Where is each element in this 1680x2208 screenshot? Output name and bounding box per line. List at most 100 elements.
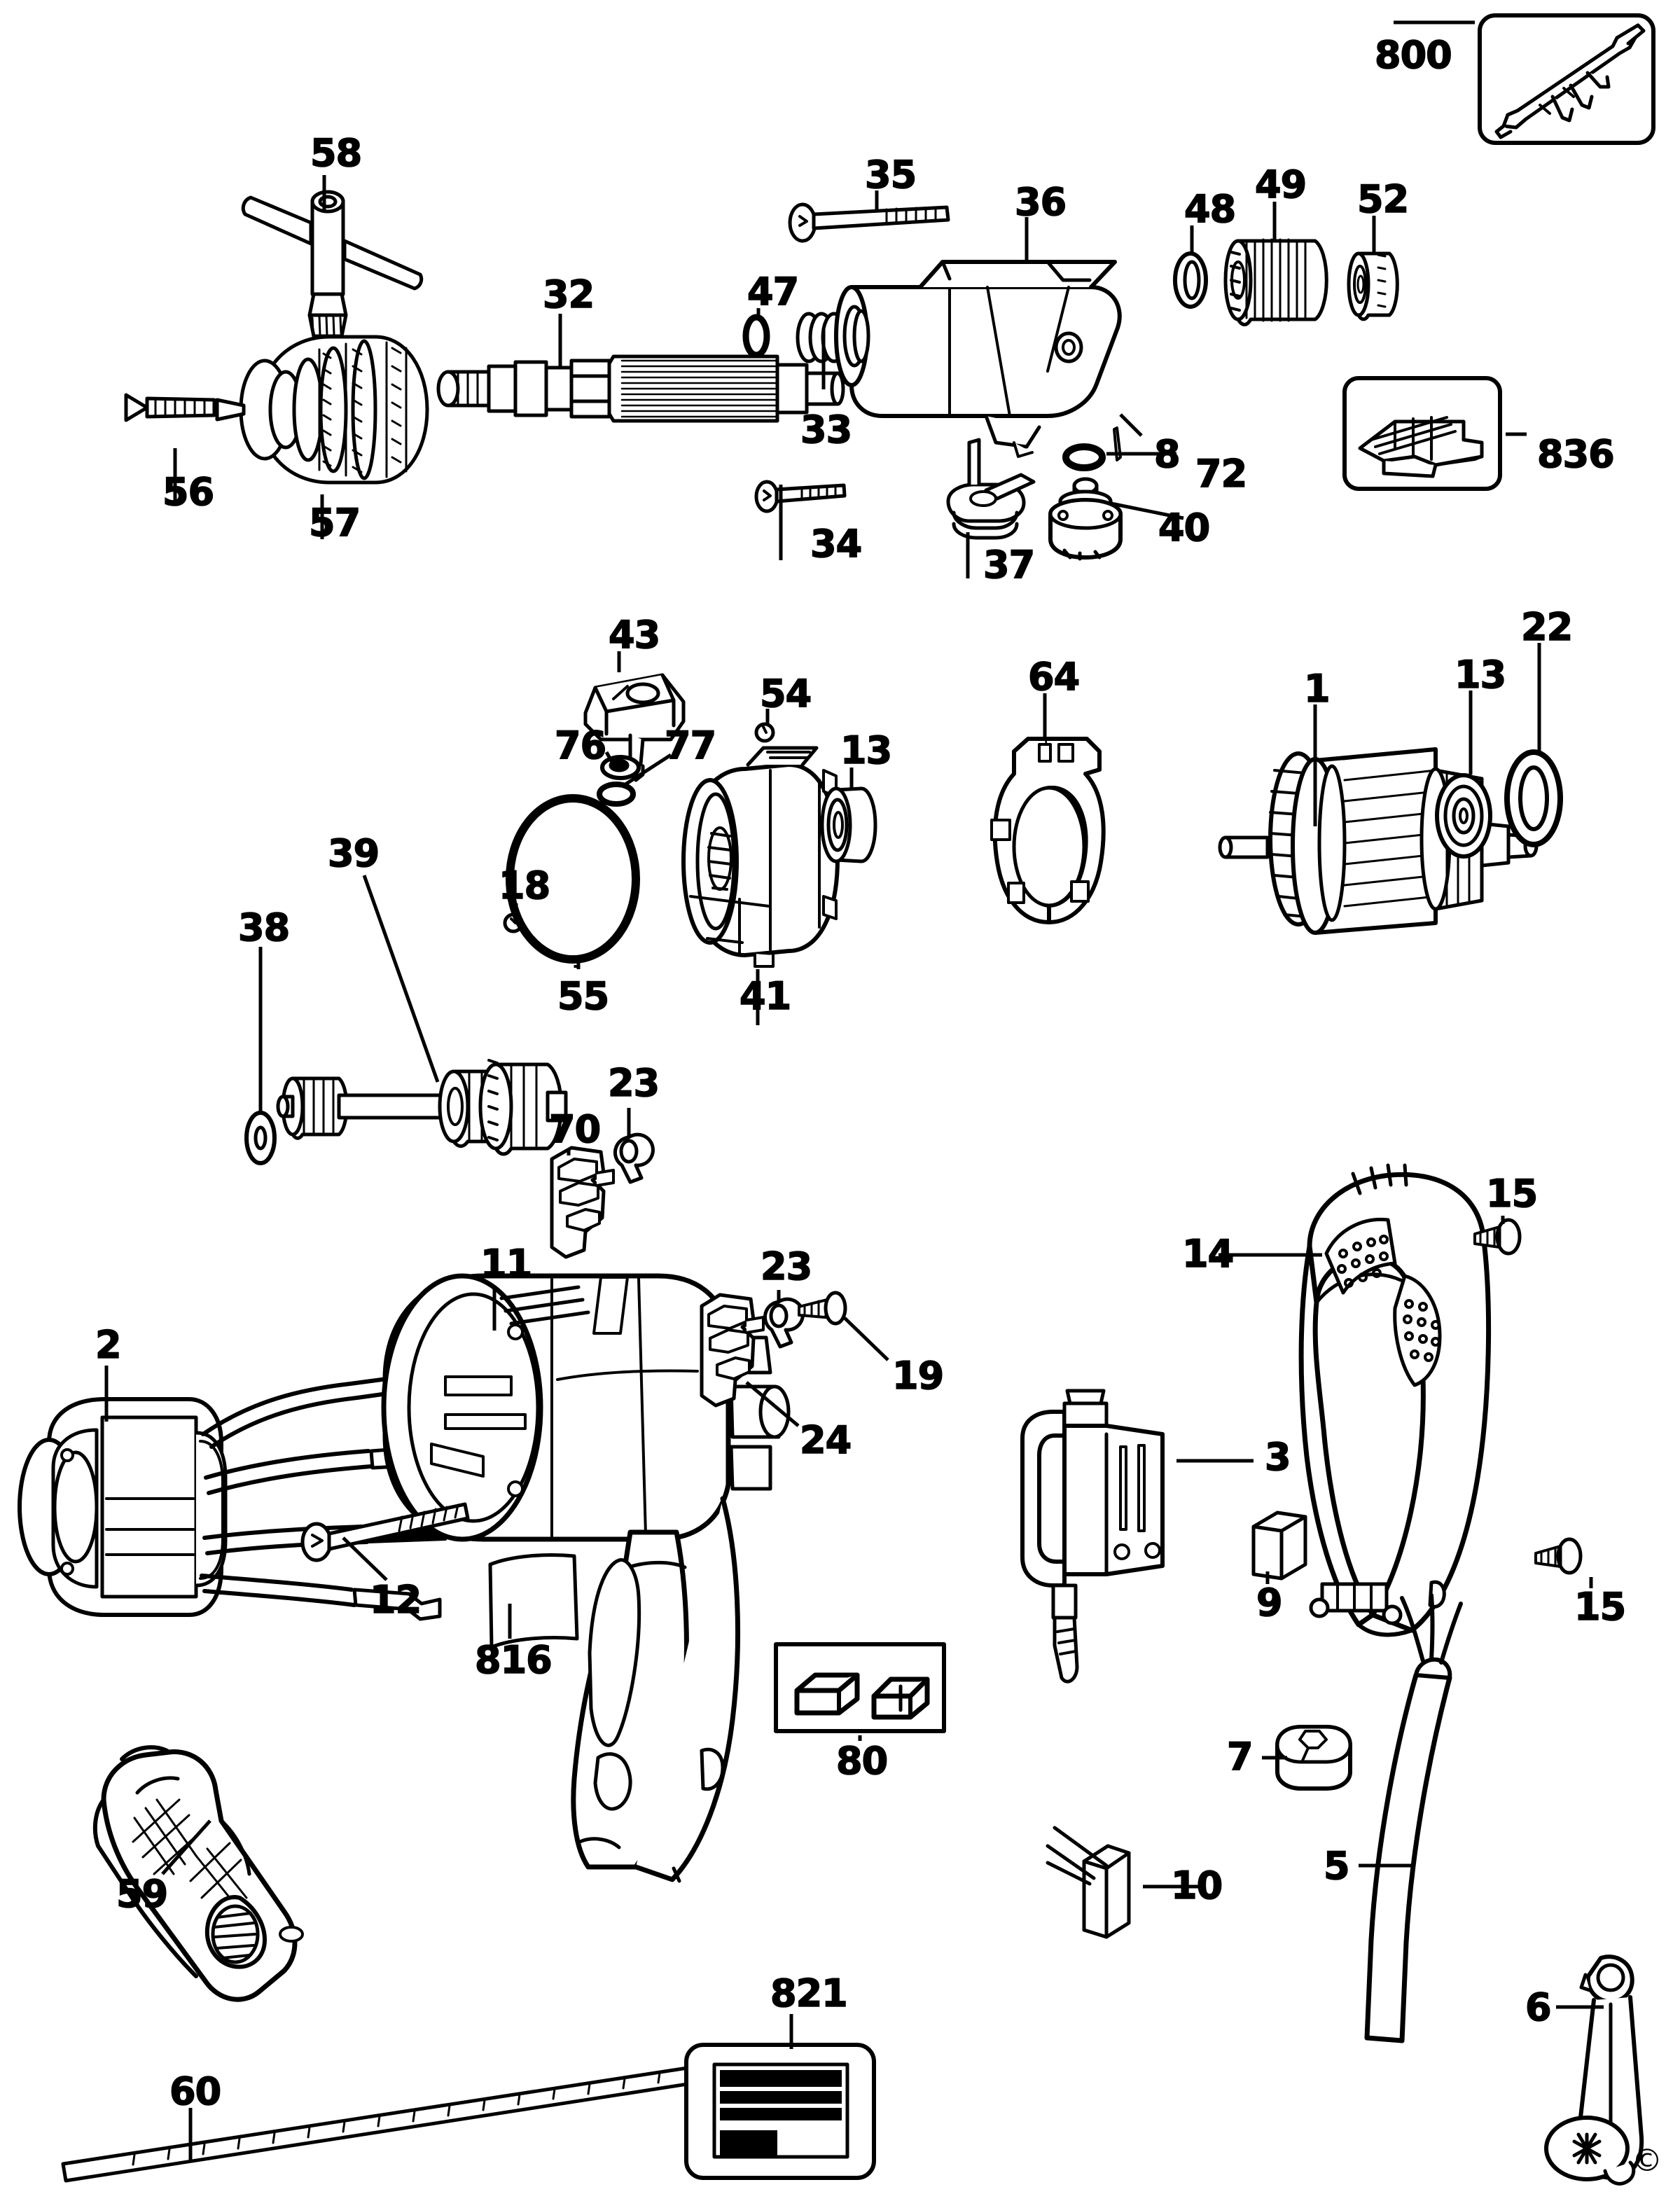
callout-41: 41 — [739, 974, 792, 1018]
callout-3: 3 — [1264, 1435, 1291, 1479]
part-ring-48 — [1173, 251, 1208, 309]
callout-23a: 23 — [607, 1061, 660, 1105]
part-capacitor-9 — [1251, 1511, 1307, 1581]
part-suppressor-10 — [1046, 1826, 1131, 1939]
callout-54: 54 — [759, 672, 812, 716]
part-intermediate-shaft — [276, 1059, 568, 1156]
part-brush-holder-plate — [990, 737, 1106, 924]
part-switch-slider — [583, 673, 686, 782]
part-chuck-key — [241, 190, 424, 355]
callout-40: 40 — [1158, 506, 1211, 550]
part-spring-76 — [600, 755, 641, 780]
callout-76: 76 — [554, 723, 607, 768]
part-depth-rod — [61, 2060, 735, 2183]
part-pin-8 — [1113, 426, 1122, 461]
callout-56: 56 — [162, 470, 215, 514]
part-o-ring-72 — [1062, 443, 1106, 471]
callout-816: 816 — [474, 1638, 553, 1682]
callout-19: 19 — [891, 1354, 945, 1398]
part-clip-23b — [763, 1297, 805, 1349]
callout-32: 32 — [542, 272, 595, 317]
callout-43: 43 — [608, 613, 661, 657]
callout-48: 48 — [1183, 187, 1237, 231]
callout-60: 60 — [169, 2069, 222, 2113]
part-screw-35 — [788, 202, 950, 243]
part-gear-case — [834, 260, 1122, 458]
part-screw-15a — [1473, 1218, 1522, 1256]
callout-38: 38 — [237, 905, 291, 950]
part-o-ring-47 — [742, 314, 770, 359]
part-field-stator — [18, 1361, 513, 1621]
callout-821: 821 — [770, 1971, 848, 2015]
part-spindle-gear-52 — [1347, 251, 1399, 321]
callout-77: 77 — [664, 723, 717, 768]
callout-836: 836 — [1536, 432, 1615, 476]
callout-55: 55 — [557, 974, 610, 1018]
part-bearing-13b — [1435, 773, 1492, 859]
callout-8: 8 — [1153, 432, 1181, 476]
callout-15b: 15 — [1574, 1585, 1627, 1629]
part-fan-baffle — [681, 746, 840, 968]
callout-80: 80 — [835, 1739, 889, 1783]
callout-13a: 13 — [840, 728, 893, 772]
callout-12: 12 — [369, 1578, 422, 1622]
callout-6: 6 — [1525, 1985, 1552, 2029]
callout-39: 39 — [327, 831, 380, 875]
callout-37: 37 — [983, 543, 1036, 587]
callout-47: 47 — [747, 270, 800, 314]
part-gear-cluster — [1223, 238, 1328, 326]
part-chuck-screw — [124, 393, 216, 422]
callout-52: 52 — [1356, 177, 1410, 221]
part-washer-77 — [597, 782, 636, 807]
part-handle-cover — [1298, 1163, 1492, 1637]
callout-800: 800 — [1374, 33, 1452, 77]
part-screw-19 — [798, 1291, 847, 1326]
part-motor-housing — [381, 1273, 791, 1883]
callout-34: 34 — [810, 522, 863, 566]
part-screw-34 — [754, 480, 847, 513]
copyright-mark: © — [1632, 2143, 1662, 2179]
part-label-816 — [488, 1553, 579, 1649]
inset-box-821 — [684, 2043, 876, 2180]
part-ball-54 — [754, 722, 775, 743]
part-spindle — [436, 354, 845, 423]
callout-58: 58 — [310, 131, 363, 175]
callout-7: 7 — [1226, 1735, 1254, 1779]
callout-57: 57 — [308, 501, 361, 545]
inset-box-800 — [1478, 13, 1655, 145]
callout-5: 5 — [1323, 1844, 1350, 1888]
callout-23b: 23 — [760, 1244, 813, 1289]
part-screw-15b — [1534, 1537, 1583, 1575]
callout-14: 14 — [1181, 1232, 1235, 1276]
callout-35: 35 — [864, 153, 917, 197]
callout-24: 24 — [799, 1418, 852, 1462]
callout-2: 2 — [95, 1323, 122, 1367]
part-switch-assembly — [1020, 1389, 1165, 1683]
callout-70: 70 — [548, 1107, 602, 1151]
inset-box-80 — [774, 1642, 946, 1733]
callout-18: 18 — [498, 863, 551, 908]
callout-9: 9 — [1256, 1581, 1283, 1625]
callout-36: 36 — [1014, 180, 1067, 224]
inset-box-836 — [1342, 376, 1502, 491]
callout-10: 10 — [1170, 1863, 1223, 1908]
part-mode-selector — [946, 438, 1036, 540]
callout-22: 22 — [1520, 605, 1574, 649]
part-hammer-ratchet — [1048, 477, 1123, 561]
part-chuck — [215, 335, 429, 485]
callout-1: 1 — [1303, 667, 1331, 711]
part-cord-clamp — [1275, 1725, 1352, 1791]
callout-13b: 13 — [1454, 653, 1507, 697]
callout-59: 59 — [116, 1872, 169, 1916]
part-washer-38 — [244, 1111, 277, 1165]
callout-72: 72 — [1195, 452, 1248, 496]
part-brush-holder-24 — [700, 1293, 765, 1408]
part-o-ring-55 — [506, 794, 640, 964]
callout-11: 11 — [480, 1242, 533, 1286]
callout-33: 33 — [800, 408, 853, 452]
part-clip-23a — [613, 1132, 655, 1184]
callout-49: 49 — [1254, 162, 1307, 207]
callout-15a: 15 — [1485, 1172, 1539, 1216]
